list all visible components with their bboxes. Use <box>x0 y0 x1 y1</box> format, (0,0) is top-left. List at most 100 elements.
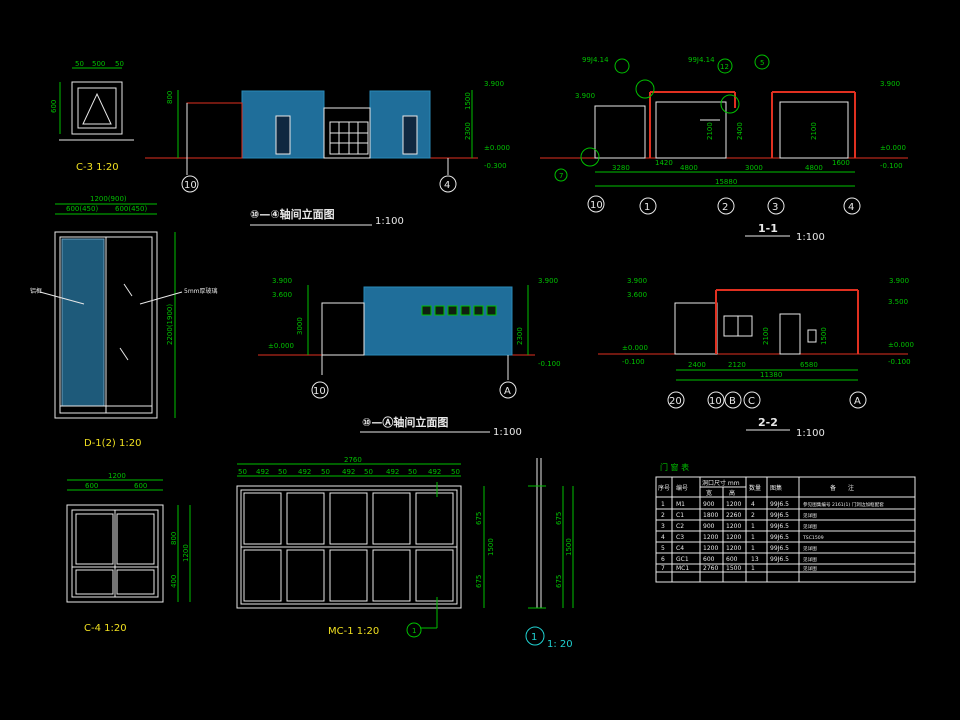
table-cell: M1 <box>676 501 685 508</box>
detail1-vdim-2: 1500 <box>565 538 573 556</box>
louver-panel <box>61 238 105 407</box>
table-header-cell: 图集 <box>770 484 782 492</box>
table-cell: 1800 <box>703 512 718 519</box>
sec11-level-zero: ±0.000 <box>880 144 906 152</box>
mc1-vdim-1: 675 <box>475 512 483 525</box>
table-cell: C3 <box>676 534 684 541</box>
table-header-cell: 数量 <box>749 484 761 492</box>
sec22-level-3: 3.600 <box>627 291 647 299</box>
c3-dim-height: 600 <box>50 100 58 113</box>
table-cell: 99J6.5 <box>770 556 789 563</box>
elev14-level-minus: -0.300 <box>484 162 507 170</box>
table-cell: 4 <box>661 534 665 541</box>
d1-dim-width: 1200(900) <box>90 195 127 203</box>
section-2-2: 2400 2120 6580 11380 2100 1500 3.900 3.9… <box>598 277 914 439</box>
d1-dim-height: 2200(1900) <box>166 304 174 345</box>
table-cell: 1200 <box>703 534 718 541</box>
table-cell: 99J6.5 <box>770 501 789 508</box>
mc1-dim-2: 50 <box>278 468 287 476</box>
elev14-title: ⑩—④轴间立面图 <box>250 207 335 221</box>
table-cell: 1200 <box>726 501 741 508</box>
sec11-title: 1-1 <box>758 222 778 235</box>
sec22-axis-c: C <box>748 396 755 407</box>
d1-note-left: 铝框 <box>30 287 42 295</box>
mc1-dim-4: 50 <box>321 468 330 476</box>
sec22-level-minus-r: -0.100 <box>888 358 911 366</box>
d1-title: D-1(2) 1:20 <box>84 438 141 449</box>
mc1-dim-6: 50 <box>364 468 373 476</box>
sec22-level-2: 3.900 <box>889 277 909 285</box>
sec22-axis-20: 20 <box>669 396 682 407</box>
sec11-bubble-12: 12 <box>720 63 729 71</box>
sec22-dim-2120: 2120 <box>728 361 746 369</box>
mc1-dim-8: 50 <box>408 468 417 476</box>
table-header-cell: 序号 <box>658 484 670 492</box>
sec22-axis-b: B <box>729 396 736 407</box>
sec22-title: 2-2 <box>758 416 778 429</box>
table-header-cell: 备 注 <box>830 484 854 492</box>
table-cell: 1200 <box>703 545 718 552</box>
sec22-dim-total: 11380 <box>760 371 782 379</box>
table-cell: 99J6.5 <box>770 523 789 530</box>
elev10a-level-zero: ±0.000 <box>268 342 294 350</box>
sec11-dim-2100b: 2100 <box>810 122 818 140</box>
detail-1: 675 1500 675 1 1: 20 <box>525 458 574 650</box>
elevation-10-a: 10 A 3.900 3.900 3.600 ±0.000 -0.100 300… <box>258 277 561 438</box>
elev14-scale: 1:100 <box>375 216 404 227</box>
table-cell: 参见图集编号 2161(1) 门洞边加框配套 <box>803 501 884 508</box>
sec22-axis-10: 10 <box>709 396 722 407</box>
sec11-dim-4800b: 4800 <box>805 164 823 172</box>
elev10a-dim-2300: 2300 <box>516 327 524 345</box>
elev14-dim-2300: 2300 <box>464 122 472 140</box>
table-subheader-cell: 高 <box>729 489 735 497</box>
table-cell: 13 <box>751 556 759 563</box>
sec22-level-3500: 3.500 <box>888 298 908 306</box>
sec11-ref-left: 99J4.14 <box>582 56 609 64</box>
detail1-num: 1 <box>531 632 537 643</box>
sec11-dim-3000: 3000 <box>745 164 763 172</box>
table-cell: 4 <box>751 501 755 508</box>
section-1-1: 3280 1420 4800 3000 4800 15880 1600 2100… <box>540 54 908 243</box>
table-cell: MC1 <box>676 565 689 572</box>
table-cell: 1200 <box>726 534 741 541</box>
table-title: 门 窗 表 <box>660 462 689 472</box>
sec22-level-minus-l: -0.100 <box>622 358 645 366</box>
table-cell: 600 <box>726 556 738 563</box>
c3-dim-right: 50 <box>115 60 124 68</box>
elev14-dim-1500: 1500 <box>464 92 472 110</box>
sec11-dim-2100a: 2100 <box>706 122 714 140</box>
sec11-dim-4800a: 4800 <box>680 164 698 172</box>
table-cell: 5 <box>661 545 665 552</box>
table-header-cell: 编号 <box>676 484 688 492</box>
elev10a-level-1: 3.900 <box>272 277 292 285</box>
elev14-level-zero: ±0.000 <box>484 144 510 152</box>
table-cell: 99J6.5 <box>770 512 789 519</box>
table-cell: TSC1509 <box>802 535 824 541</box>
table-cell: 1 <box>661 501 665 508</box>
table-cell: 见详图 <box>803 545 817 552</box>
table-cell: 1 <box>751 545 755 552</box>
elev10a-dim-3000: 3000 <box>296 317 304 335</box>
table-cell: 见详图 <box>803 565 817 572</box>
elev10a-scale: 1:100 <box>493 427 522 438</box>
sec11-dim-1600: 1600 <box>832 159 850 167</box>
sec22-dim-6580: 6580 <box>800 361 818 369</box>
table-cell: 见详图 <box>803 523 817 530</box>
c4-title: C-4 1:20 <box>84 623 127 634</box>
mc1-vdim-2: 1500 <box>487 538 495 556</box>
sec22-dim-2100: 2100 <box>762 327 770 345</box>
mc1-dim-9: 492 <box>428 468 441 476</box>
c4-dim-right: 600 <box>134 482 147 490</box>
sec11-dim-total: 15880 <box>715 178 737 186</box>
sec11-axis-4: 4 <box>848 202 854 213</box>
elev10a-axis-right: A <box>504 386 511 397</box>
table-cell: 7 <box>661 565 665 572</box>
table-cell: 1 <box>751 565 755 572</box>
vent-windows <box>421 305 497 316</box>
sec11-level-minus: -0.100 <box>880 162 903 170</box>
table-subheader-cell: 宽 <box>706 489 712 497</box>
sec11-scale: 1:100 <box>796 232 825 243</box>
sec11-bubble-7: 7 <box>559 172 563 180</box>
table-cell: C2 <box>676 523 684 530</box>
